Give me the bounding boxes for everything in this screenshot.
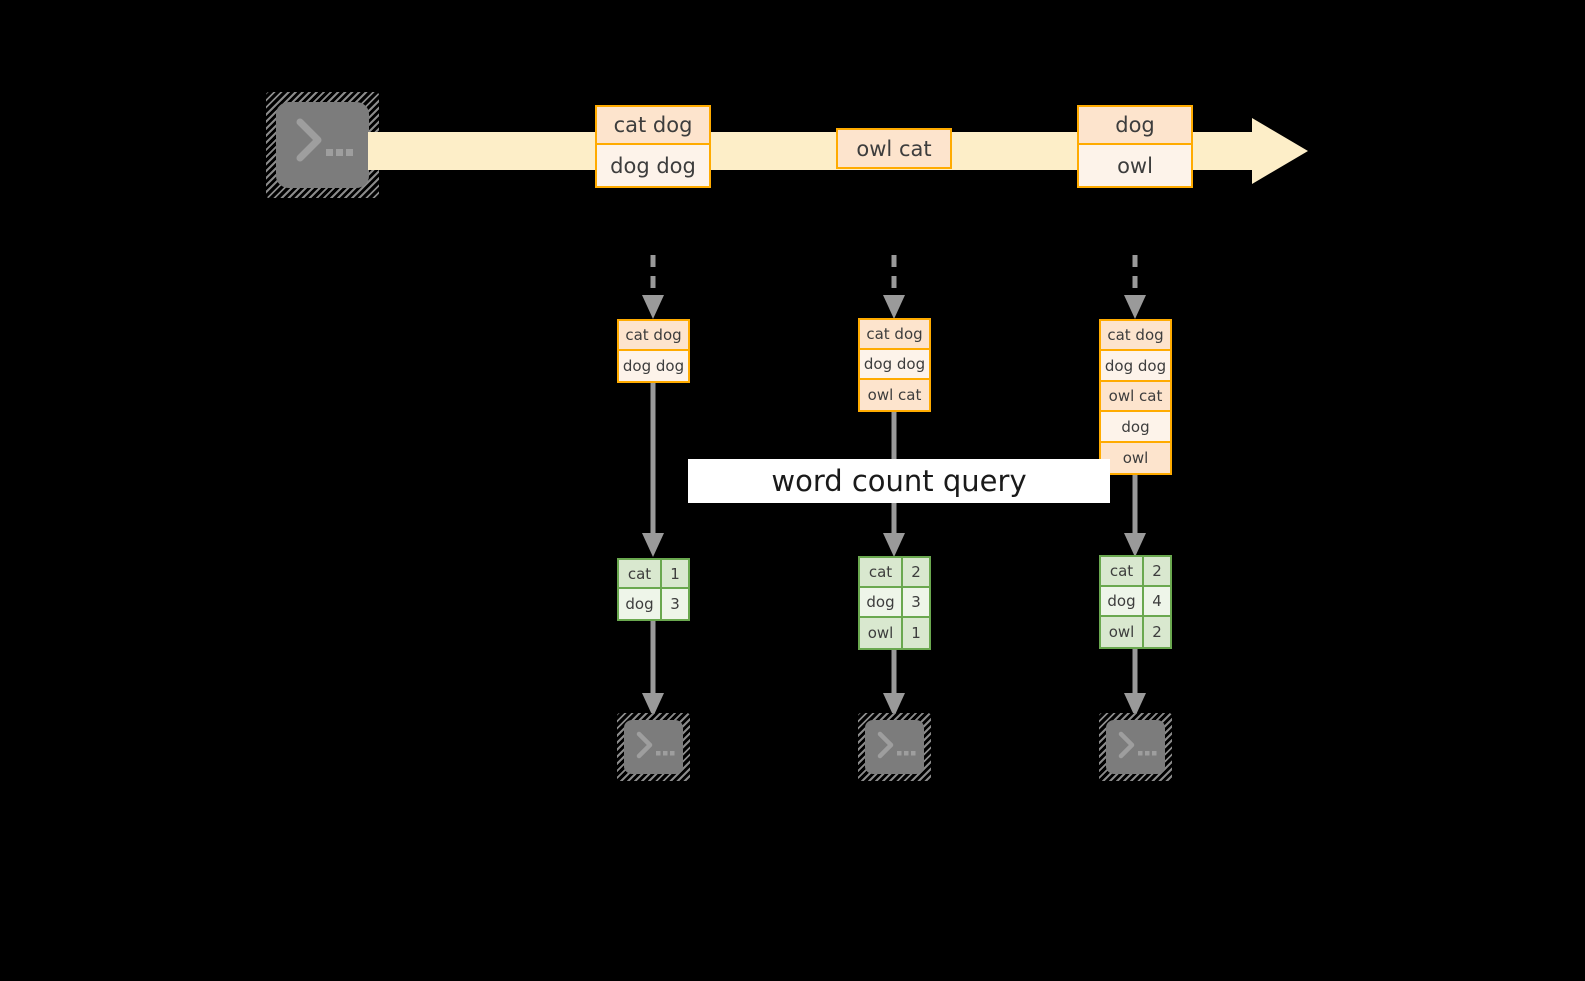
result-row: cat 2 (860, 558, 929, 588)
result-table-3: cat 2 dog 4 owl 2 (1099, 555, 1172, 649)
stream-record: dog (1079, 107, 1191, 145)
terminal-body (276, 102, 369, 188)
connector-result-1-to-sink-1 (638, 621, 668, 720)
stream-record: cat dog (597, 107, 709, 145)
terminal-prompt-glyph (877, 731, 916, 759)
stream-record: owl (1079, 145, 1191, 186)
accumulated-table-1: cat dog dog dog (617, 319, 690, 383)
accumulated-row: owl cat (1101, 382, 1170, 412)
result-count: 3 (903, 588, 929, 616)
accumulated-row: dog dog (860, 350, 929, 380)
stream-batch-2: owl cat (836, 128, 952, 169)
result-count: 3 (662, 589, 688, 619)
sink-terminal-icon-1 (617, 713, 690, 781)
result-row: dog 3 (860, 588, 929, 618)
result-row: owl 2 (1101, 617, 1170, 647)
sink-terminal-icon-2 (858, 713, 931, 781)
accumulated-row: owl (1101, 443, 1170, 473)
result-count: 2 (1144, 617, 1170, 647)
accumulated-row: dog dog (619, 351, 688, 381)
terminal-prompt-glyph (1118, 731, 1157, 759)
result-table-1: cat 1 dog 3 (617, 558, 690, 621)
connector-table-3-to-result-3 (1120, 475, 1150, 560)
result-row: owl 1 (860, 618, 929, 648)
connector-stream-to-table-2 (879, 255, 909, 323)
result-word: cat (1101, 557, 1144, 585)
accumulated-row: cat dog (860, 320, 929, 350)
result-word: cat (619, 560, 662, 587)
result-word: owl (1101, 617, 1144, 647)
accumulated-row: cat dog (619, 321, 688, 351)
connector-table-1-to-result-1 (638, 383, 668, 560)
result-row: dog 3 (619, 589, 688, 619)
stream-batch-1: cat dog dog dog (595, 105, 711, 188)
accumulated-table-3: cat dog dog dog owl cat dog owl (1099, 319, 1172, 475)
stream-batch-3: dog owl (1077, 105, 1193, 188)
result-table-2: cat 2 dog 3 owl 1 (858, 556, 931, 650)
connector-result-3-to-sink-3 (1120, 649, 1150, 720)
terminal-body (865, 720, 924, 774)
result-word: owl (860, 618, 903, 648)
result-row: dog 4 (1101, 587, 1170, 617)
terminal-prompt-glyph (296, 118, 353, 162)
result-word: cat (860, 558, 903, 586)
result-count: 4 (1144, 587, 1170, 615)
result-row: cat 2 (1101, 557, 1170, 587)
accumulated-row: owl cat (860, 380, 929, 410)
stream-record: dog dog (597, 145, 709, 186)
accumulated-row: dog (1101, 412, 1170, 443)
result-count: 2 (1144, 557, 1170, 585)
result-count: 1 (662, 560, 688, 587)
source-terminal-icon (266, 92, 379, 198)
connector-stream-to-table-3 (1120, 255, 1150, 323)
result-row: cat 1 (619, 560, 688, 589)
terminal-prompt-glyph (636, 731, 675, 759)
terminal-body (1106, 720, 1165, 774)
result-count: 2 (903, 558, 929, 586)
result-count: 1 (903, 618, 929, 648)
sink-terminal-icon-3 (1099, 713, 1172, 781)
query-label: word count query (688, 459, 1110, 503)
terminal-body (624, 720, 683, 774)
accumulated-table-2: cat dog dog dog owl cat (858, 318, 931, 412)
accumulated-row: cat dog (1101, 321, 1170, 351)
result-word: dog (860, 588, 903, 616)
connector-stream-to-table-1 (638, 255, 668, 323)
connector-result-2-to-sink-2 (879, 650, 909, 720)
result-word: dog (1101, 587, 1144, 615)
accumulated-row: dog dog (1101, 351, 1170, 382)
result-word: dog (619, 589, 662, 619)
stream-record: owl cat (838, 130, 950, 167)
